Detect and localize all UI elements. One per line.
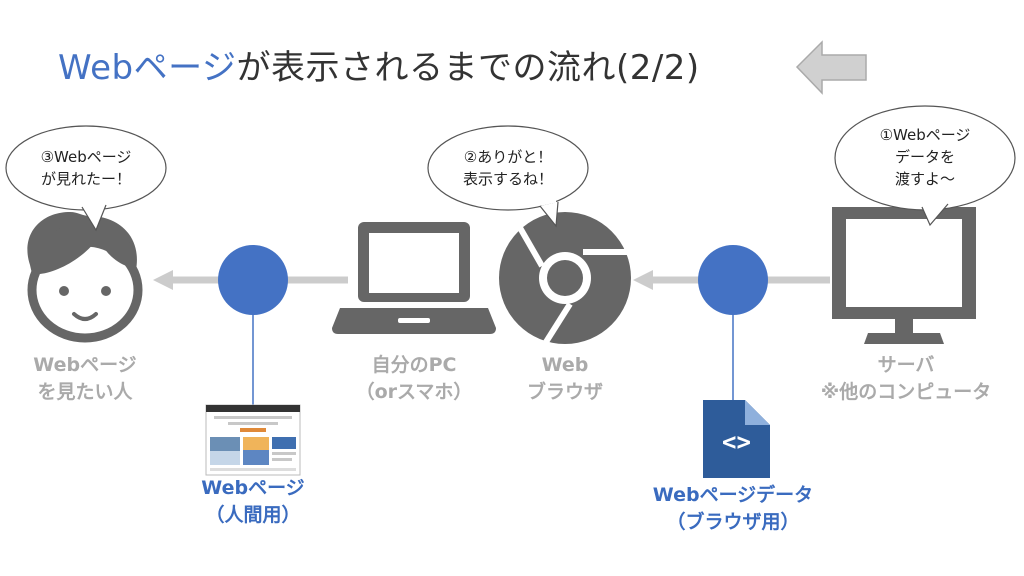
speech-bubble-browser [427, 125, 589, 228]
laptop-icon [332, 222, 496, 334]
page-title: Webページが表示されるまでの流れ(2/2) [58, 40, 700, 89]
label-webpage-data-line1: Webページデータ [652, 484, 814, 506]
label-pc-line2: （orスマホ） [355, 381, 473, 403]
speech-bubble-server [834, 105, 1016, 227]
label-user-line1: Webページ [33, 354, 137, 376]
node-webpage [218, 245, 288, 315]
label-browser-line2: ブラウザ [526, 381, 603, 403]
label-user-line2: を見たい人 [37, 381, 133, 403]
label-server-line1: サーバ [877, 354, 935, 376]
title-rest: が表示されるまでの流れ(2/2) [236, 48, 700, 88]
label-user: Webページ を見たい人 [10, 352, 160, 406]
bubble-text-server: ①Webページ データを 渡すよ〜 [865, 124, 985, 190]
label-webpage-output: Webページ （人間用） [168, 475, 338, 529]
label-webpage-line2: （人間用） [205, 504, 301, 526]
label-server: サーバ ※他のコンピュータ [806, 352, 1006, 406]
bubble-text-browser: ②ありがと！ 表示するね！ [448, 146, 568, 190]
bubble-server-line1: ①Webページ [879, 126, 971, 144]
label-pc-line1: 自分のPC [371, 354, 457, 376]
label-server-line2: ※他のコンピュータ [820, 381, 992, 403]
bubble-user-line2: が見れたー！ [40, 170, 131, 188]
bubble-text-user: ③Webページ が見れたー！ [26, 146, 146, 190]
label-browser-line1: Web [541, 354, 589, 376]
label-pc: 自分のPC （orスマホ） [344, 352, 484, 406]
bubble-browser-line1: ②ありがと！ [463, 148, 553, 166]
person-icon [27, 212, 143, 343]
speech-bubble-user [5, 125, 167, 232]
bubble-server-line3: 渡すよ〜 [894, 170, 955, 188]
label-webpage-line1: Webページ [201, 477, 305, 499]
browser-icon [499, 212, 631, 344]
bubble-browser-line2: 表示するね！ [462, 170, 553, 188]
title-highlight: Webページ [58, 48, 237, 88]
bubble-server-line2: データを [894, 148, 955, 166]
label-browser: Web ブラウザ [505, 352, 625, 406]
webpage-thumbnail [205, 404, 301, 476]
back-arrow-icon[interactable] [795, 40, 867, 95]
node-webpage-data [698, 245, 768, 315]
label-webpage-data-output: Webページデータ （ブラウザ用） [638, 482, 828, 536]
code-brackets-icon: <> [722, 428, 751, 456]
code-file-icon [703, 400, 770, 478]
bubble-user-line1: ③Webページ [40, 148, 132, 166]
label-webpage-data-line2: （ブラウザ用） [666, 511, 800, 533]
server-monitor-icon [832, 207, 976, 344]
